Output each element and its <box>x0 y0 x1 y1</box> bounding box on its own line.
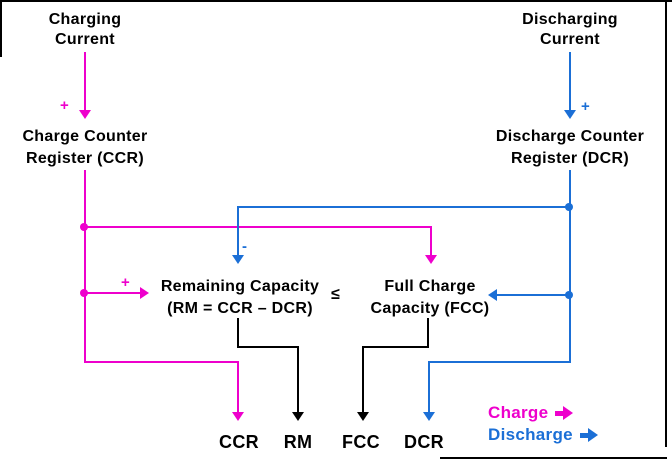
line-segment <box>84 170 86 363</box>
discharging-plus-sign: + <box>581 98 590 115</box>
line-segment <box>237 318 239 348</box>
line-segment <box>427 318 429 348</box>
line-segment <box>430 226 432 255</box>
less-equal-comparator: ≤ <box>331 286 340 303</box>
charging-plus-sign: + <box>60 97 69 114</box>
discharge-right-arrow-icon <box>579 428 598 442</box>
arrow-rm-output <box>292 412 304 421</box>
line-segment <box>569 52 571 110</box>
line-segment <box>237 361 239 412</box>
line-segment <box>84 52 86 110</box>
discharge-counter-line2: Register (DCR) <box>511 150 629 167</box>
charging-current-label: Charging Current <box>25 10 145 50</box>
arrow-ccr-output <box>232 412 244 421</box>
line-segment <box>497 294 571 296</box>
arrow-fcc-output <box>357 412 369 421</box>
output-label-fcc: FCC <box>342 432 380 452</box>
line-segment <box>569 170 571 363</box>
discharge-counter-line1: Discharge Counter <box>495 128 645 145</box>
junction-dot <box>80 289 88 297</box>
line-segment <box>237 346 299 348</box>
remaining-minus-sign: - <box>242 238 247 255</box>
line-segment <box>237 206 571 208</box>
legend-charge-row: Charge <box>488 402 598 424</box>
legend-discharge-row: Discharge <box>488 424 598 446</box>
arrow-charging-into-ccr <box>79 110 91 119</box>
junction-dot <box>565 203 573 211</box>
border-right <box>665 0 667 447</box>
output-label-rm: RM <box>283 432 313 452</box>
discharging-current-label: Discharging Current <box>509 10 631 50</box>
border-top <box>0 0 672 2</box>
remaining-capacity-label: Remaining Capacity (RM = CCR – DCR) <box>147 276 333 320</box>
line-segment <box>363 346 429 348</box>
line-segment <box>297 346 299 412</box>
arrow-dcr-into-rm <box>232 255 244 264</box>
border-bottom <box>440 457 667 459</box>
remaining-capacity-line1: Remaining Capacity <box>160 278 320 295</box>
charging-current-line1: Charging <box>48 11 122 28</box>
line-segment <box>84 361 239 363</box>
charge-counter-line1: Charge Counter <box>22 128 148 145</box>
charge-right-arrow-icon <box>555 406 574 420</box>
discharging-current-line2: Current <box>540 31 600 48</box>
full-charge-capacity-label: Full Charge Capacity (FCC) <box>362 276 498 320</box>
legend-charge-label: Charge <box>488 403 549 422</box>
legend-discharge-label: Discharge <box>488 425 573 444</box>
line-segment <box>428 361 571 363</box>
arrow-dcr-output <box>423 412 435 421</box>
line-segment <box>84 226 432 228</box>
arrow-discharging-into-dcr <box>564 110 576 119</box>
line-segment <box>428 361 430 412</box>
discharging-current-line1: Discharging <box>522 11 618 28</box>
full-charge-line2: Capacity (FCC) <box>370 300 490 317</box>
charge-counter-register-label: Charge Counter Register (CCR) <box>0 126 170 170</box>
output-label-ccr: CCR <box>219 432 259 452</box>
full-charge-line1: Full Charge <box>384 278 476 295</box>
charge-counter-line2: Register (CCR) <box>26 150 144 167</box>
line-segment <box>362 346 364 412</box>
discharge-counter-register-label: Discharge Counter Register (DCR) <box>478 126 662 170</box>
remaining-plus-sign: + <box>121 274 130 291</box>
remaining-capacity-line2: (RM = CCR – DCR) <box>167 300 313 317</box>
junction-dot <box>80 223 88 231</box>
arrow-dcr-into-fcc <box>488 289 497 301</box>
junction-dot <box>565 291 573 299</box>
output-label-dcr: DCR <box>404 432 444 452</box>
line-segment <box>237 206 239 255</box>
arrow-ccr-into-rm <box>140 287 149 299</box>
legend: Charge Discharge <box>488 402 598 446</box>
arrow-ccr-into-fcc <box>425 255 437 264</box>
line-segment <box>84 292 140 294</box>
charging-current-line2: Current <box>55 31 115 48</box>
border-left <box>0 0 2 57</box>
